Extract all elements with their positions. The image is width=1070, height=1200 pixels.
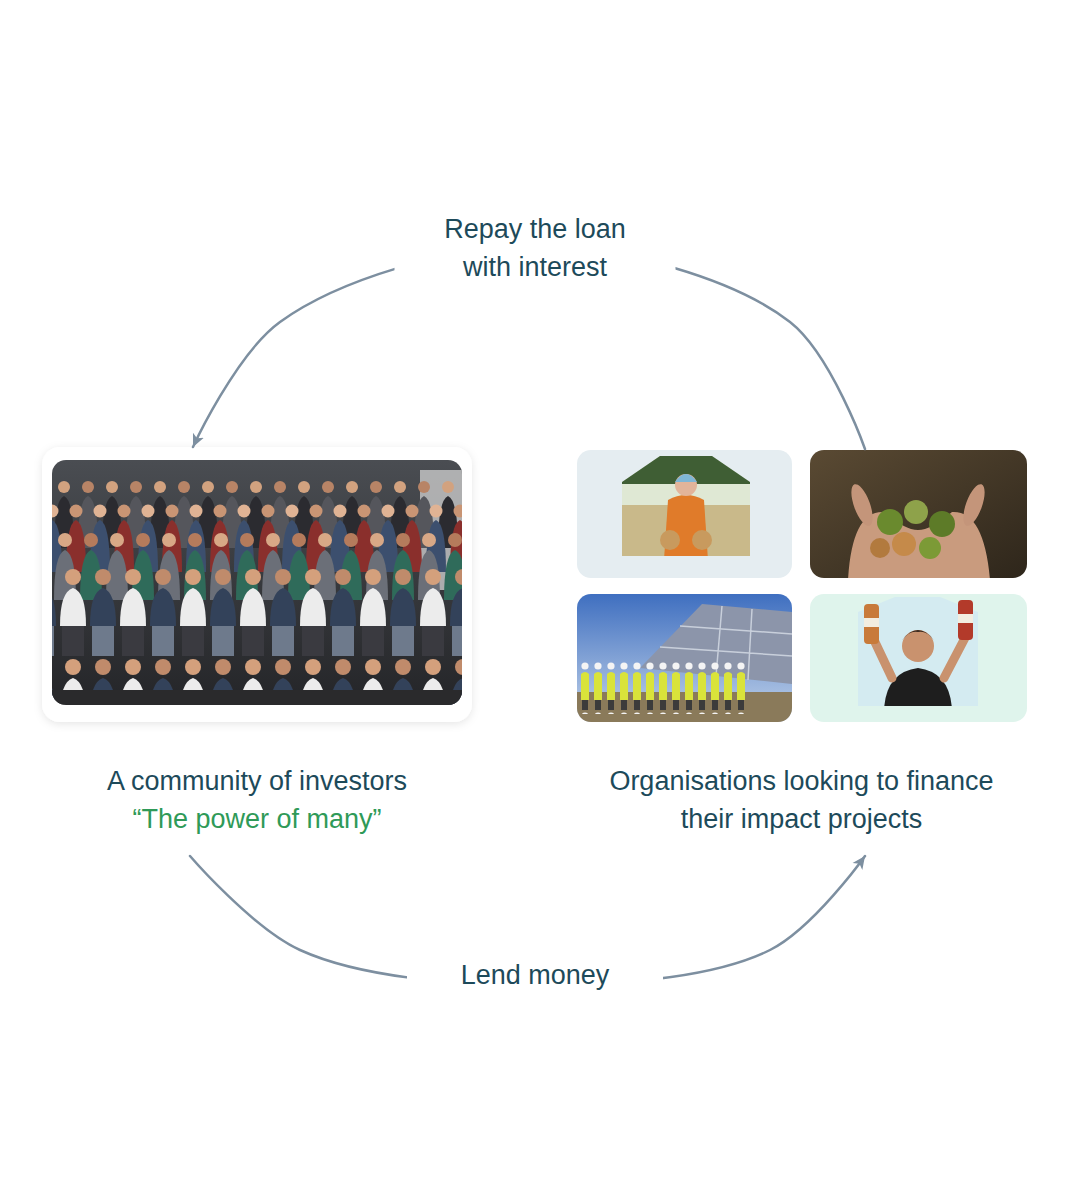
fruit (929, 511, 955, 537)
bread (660, 530, 680, 550)
drinks-photo (810, 594, 1027, 722)
bottle (864, 604, 879, 644)
workers (579, 660, 749, 714)
thumb (959, 482, 989, 529)
head (902, 630, 934, 662)
photo-area (42, 447, 472, 722)
sky (577, 594, 792, 722)
crowd-photo (52, 460, 462, 705)
bottle (958, 600, 973, 640)
edge-label: Repay the loan with interest (395, 204, 676, 292)
fruit (892, 532, 916, 556)
fruit (919, 537, 941, 559)
fruit (904, 500, 928, 524)
fruit (870, 538, 890, 558)
photo-ground (577, 450, 792, 578)
floor (52, 690, 462, 705)
caption-tagline: “The power of many” (47, 800, 467, 838)
bread (692, 530, 712, 550)
bottle-label (864, 618, 879, 627)
head (675, 474, 697, 496)
caption-heading: A community of investors (47, 762, 467, 800)
crowd-row (52, 566, 462, 705)
caption-heading: Organisations looking to finance their i… (602, 762, 1002, 838)
image-grid-node: Organisations looking to finance their i… (576, 449, 1027, 856)
bottle-label (958, 614, 973, 623)
sky (850, 594, 990, 714)
solar-photo (577, 594, 792, 722)
edge-label: Lend money (407, 950, 663, 1000)
apron (664, 495, 708, 560)
thumb (847, 482, 877, 529)
investor-photo-card (42, 447, 472, 722)
cap (675, 474, 697, 482)
photo-area (576, 449, 1027, 722)
photo-ground (52, 460, 462, 705)
fruit (877, 509, 903, 535)
card-frame (42, 447, 472, 722)
fruit-photo (810, 450, 1027, 578)
photo-card-node: A community of investors“The power of ma… (42, 447, 472, 856)
farmer-photo (577, 450, 792, 578)
hair (902, 630, 934, 640)
trees (600, 450, 770, 484)
photo-ground (810, 594, 1027, 722)
